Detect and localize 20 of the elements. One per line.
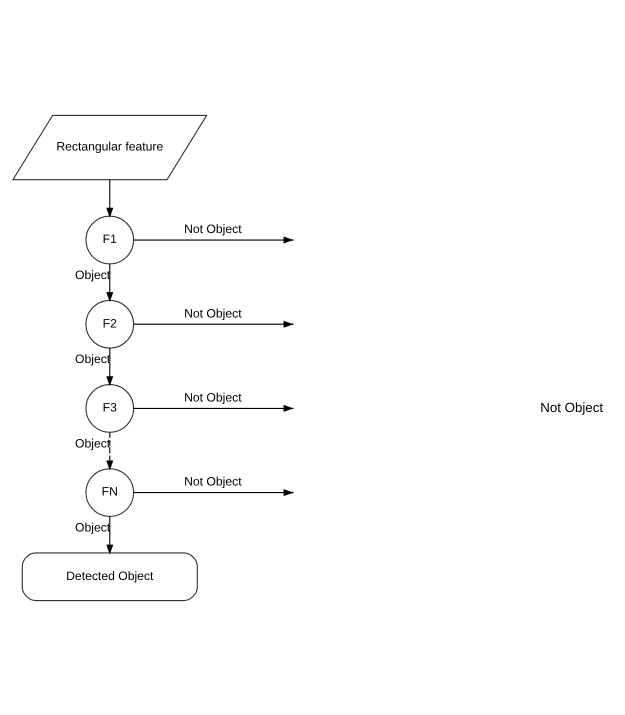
node-circle: F2 (85, 299, 134, 348)
arrow (106, 179, 114, 218)
arrow (106, 516, 114, 554)
node-box: Detected Object (22, 552, 198, 601)
label: Not Object (540, 399, 604, 414)
edge-label: Object (75, 267, 110, 282)
node-circle: F3 (85, 384, 134, 432)
arrow (106, 432, 114, 470)
edge-label: Object (75, 436, 110, 450)
edge-label: Object (75, 352, 110, 366)
node-circle: F1 (85, 215, 134, 264)
edge-label: Not Object (184, 390, 242, 404)
edge-label: Object (75, 520, 110, 534)
arrow (106, 348, 114, 386)
node-circle: FN (85, 468, 134, 516)
arrow (134, 488, 294, 496)
edge-label: Not Object (184, 306, 242, 320)
edge-label: Not Object (184, 222, 242, 236)
edge-label: Not Object (184, 474, 242, 488)
arrow (106, 263, 114, 302)
